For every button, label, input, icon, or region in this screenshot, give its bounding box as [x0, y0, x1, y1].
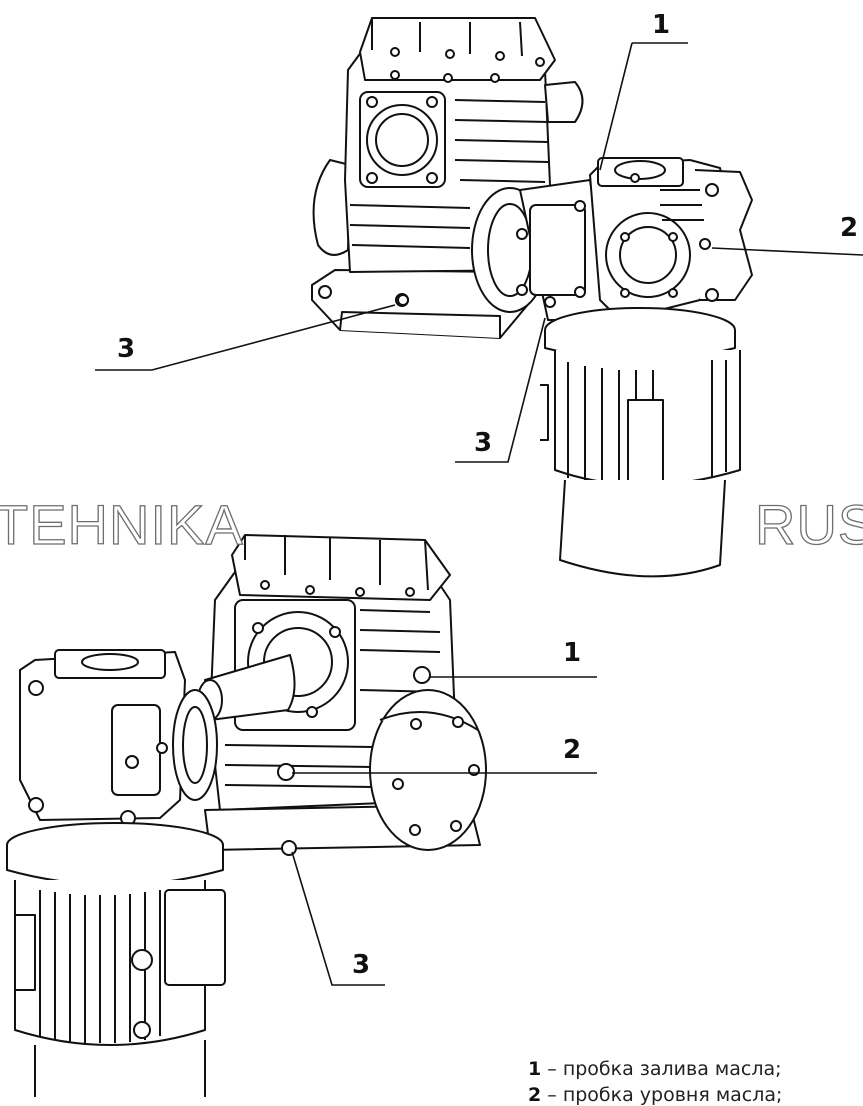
leader-top-1 [599, 42, 688, 171]
watermark-right: RUS [754, 493, 863, 556]
watermark-left: TEHNIKA [0, 493, 244, 556]
callout-bottom-drain-plug: 3 [352, 950, 371, 980]
leader-top-2 [711, 247, 863, 256]
legend-num: 1 [528, 1058, 542, 1080]
leader-top-3-motor [455, 317, 546, 463]
callout-top-drain-plug-motor: 3 [474, 428, 493, 458]
legend-text: – пробка уровня масла; [541, 1084, 783, 1106]
legend-num: 2 [528, 1084, 542, 1106]
callout-bottom-level-plug: 2 [563, 735, 582, 765]
callout-top-drain-plug-left: 3 [117, 334, 136, 364]
legend-item-fill-plug: 1 – пробка залива масла; [528, 1060, 782, 1079]
callout-top-level-plug: 2 [840, 213, 859, 243]
callout-bottom-fill-plug: 1 [563, 638, 582, 668]
leader-bottom-3 [291, 851, 385, 986]
leader-top-3-left [95, 304, 396, 371]
bottom-gearbox-assembly [6, 534, 487, 1097]
legend-item-level-plug: 2 – пробка уровня масла; [528, 1086, 782, 1105]
legend-text: – пробка залива масла; [541, 1058, 782, 1080]
callout-top-fill-plug: 1 [652, 10, 671, 40]
top-gearbox-assembly [311, 17, 753, 578]
